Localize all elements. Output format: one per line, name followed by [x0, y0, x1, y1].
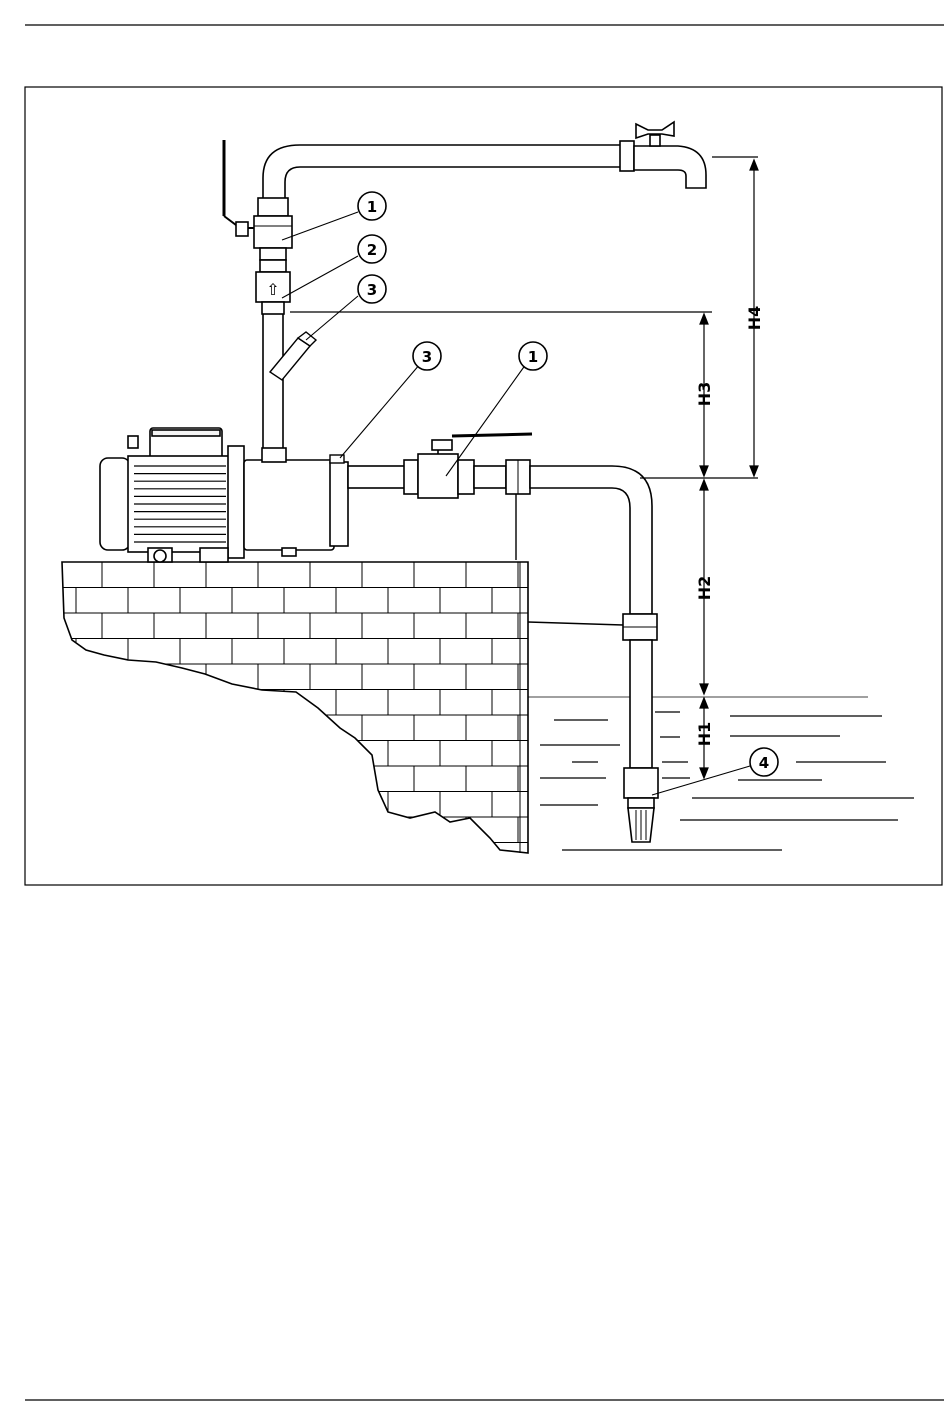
dimension-label-h1: H1	[695, 722, 714, 747]
callout-3-upper: 3	[358, 275, 386, 303]
delivery-pipe	[263, 141, 634, 462]
flow-arrow-icon: ⇧	[266, 282, 279, 299]
callout-1-lower: 1	[519, 342, 547, 370]
water-surface-lines	[528, 697, 914, 850]
tap-icon	[634, 122, 706, 188]
callout-3-pump: 3	[413, 342, 441, 370]
svg-text:2: 2	[367, 241, 377, 259]
svg-text:3: 3	[422, 348, 432, 366]
dimension-label-h2: H2	[695, 576, 714, 601]
foot-valve-icon	[624, 768, 658, 842]
check-valve: ⇧	[256, 260, 290, 314]
masonry-wall	[50, 562, 540, 868]
svg-text:3: 3	[367, 281, 377, 299]
svg-text:4: 4	[759, 754, 769, 772]
callout-4: 4	[750, 748, 778, 776]
svg-text:1: 1	[528, 348, 538, 366]
callout-1-upper: 1	[358, 192, 386, 220]
dimension-label-h3: H3	[695, 382, 714, 407]
pump-motor-icon	[100, 428, 348, 562]
callout-2: 2	[358, 235, 386, 263]
svg-text:1: 1	[367, 198, 377, 216]
dimension-label-h4: H4	[745, 306, 764, 331]
